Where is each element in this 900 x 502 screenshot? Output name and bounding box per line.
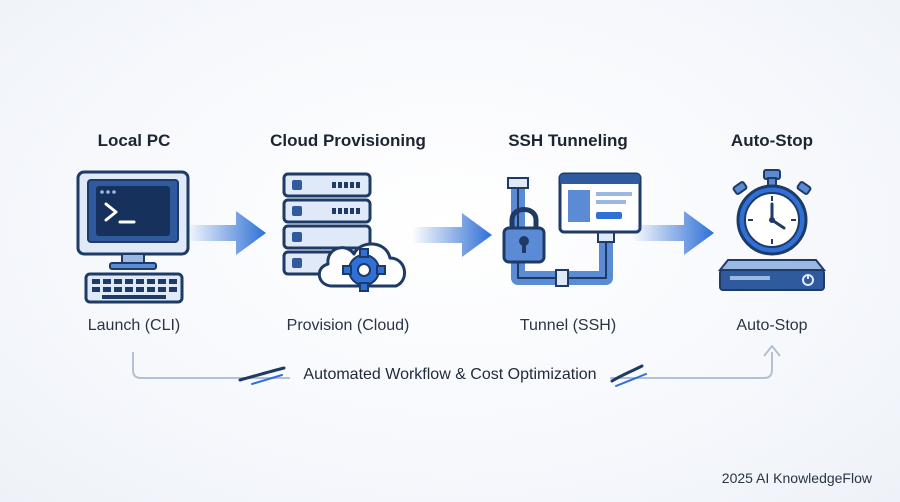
footer-credit: 2025 AI KnowledgeFlow <box>721 470 872 486</box>
arrow-right-icon <box>412 213 492 257</box>
stage-caption-tunnel: Tunnel (SSH) <box>519 317 617 334</box>
stage-title-auto-stop: Auto-Stop <box>730 131 814 150</box>
stage-caption-auto-stop: Auto-Stop <box>736 317 808 334</box>
loop-label: Automated Workflow & Cost Optimization <box>303 366 597 383</box>
arrow-right-icon <box>186 211 266 255</box>
arrow-right-icon <box>632 211 714 255</box>
server-cloud-gear-icon <box>282 172 406 292</box>
stopwatch-server-icon <box>717 169 827 291</box>
stage-title-local-pc: Local PC <box>97 131 171 150</box>
desktop-terminal-icon <box>76 170 190 304</box>
stage-caption-provision: Provision (Cloud) <box>286 317 410 334</box>
stage-title-cloud-provisioning: Cloud Provisioning <box>270 131 426 150</box>
stage-title-ssh-tunneling: SSH Tunneling <box>508 131 628 150</box>
lock-pipe-tunnel-icon <box>502 172 642 287</box>
stage-caption-launch: Launch (CLI) <box>87 317 181 334</box>
